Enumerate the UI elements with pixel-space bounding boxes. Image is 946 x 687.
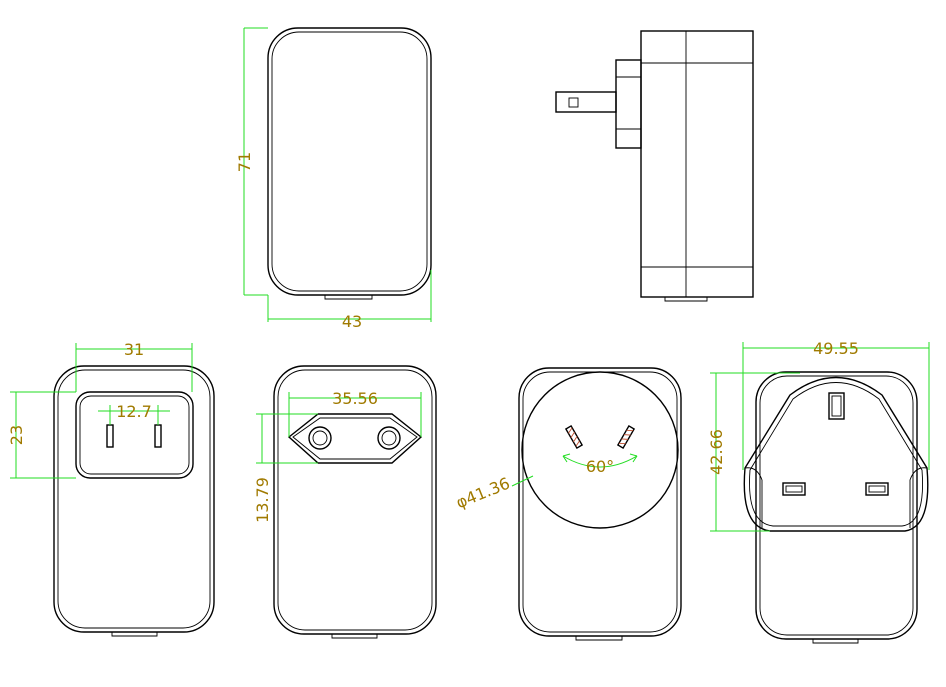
- us-view-inner-outline: [57, 369, 211, 629]
- eu-plug-view: 35.56 13.79: [253, 365, 437, 639]
- uk-plug-view: 49.55 42.66: [707, 339, 930, 644]
- dim-41-36-leader: [511, 475, 534, 487]
- us-pin-left: [106, 424, 114, 448]
- dim-49-55-label: 49.55: [813, 339, 859, 358]
- au-plug-face: [521, 371, 679, 529]
- uk-plug-right-curve: [909, 467, 928, 528]
- dim-42-66-label: 42.66: [707, 429, 726, 475]
- uk-pin-left-inner: [785, 485, 803, 493]
- side-view-bottom-tab: [664, 297, 708, 302]
- au-view-outer-outline: [518, 367, 682, 637]
- side-view: [555, 30, 754, 302]
- us-plug-face-inner: [79, 395, 190, 475]
- dim-31-label: 31: [124, 340, 144, 359]
- dim-23-label: 23: [7, 425, 26, 445]
- uk-pin-left: [782, 482, 806, 496]
- us-view-bottom-tab: [111, 632, 158, 637]
- uk-plug-face-inner: [749, 382, 923, 527]
- au-pin-right: [616, 425, 636, 449]
- eu-view-inner-outline: [277, 369, 433, 631]
- dim-13-79-label: 13.79: [253, 477, 272, 523]
- us-pin-right: [154, 424, 162, 448]
- uk-view-outer-outline: [755, 371, 918, 640]
- side-view-body: [640, 30, 754, 298]
- uk-view-bottom-tab: [812, 639, 859, 644]
- dim-43-label: 43: [342, 312, 362, 331]
- us-plug-face: [75, 391, 194, 479]
- dim-60-arc: [562, 455, 638, 468]
- side-view-plug-base: [615, 59, 642, 149]
- eu-view-outer-outline: [273, 365, 437, 635]
- eu-pin-right: [377, 426, 401, 450]
- dim-35-56-label: 35.56: [332, 389, 378, 408]
- uk-pin-right: [865, 482, 889, 496]
- side-view-prong-hole: [568, 97, 579, 108]
- dim-60-arrow-left: [562, 453, 571, 463]
- uk-plug-left-curve: [744, 467, 763, 528]
- au-view-bottom-tab: [575, 636, 623, 641]
- au-pin-left: [564, 425, 584, 449]
- uk-view-inner-outline: [759, 375, 914, 636]
- uk-pin-earth-inner: [831, 395, 842, 417]
- au-plug-view: 60° φ41.36: [453, 367, 682, 641]
- dim-41-36-label: φ41.36: [453, 474, 512, 513]
- dim-12-7-label: 12.7: [116, 402, 152, 421]
- uk-plug-face: [743, 376, 929, 532]
- uk-pin-earth: [828, 392, 845, 420]
- side-view-prong: [555, 91, 617, 113]
- eu-plug-face-inner: [292, 417, 418, 460]
- au-view-inner-outline: [522, 371, 678, 633]
- dim-71-label: 71: [235, 152, 254, 172]
- eu-pin-left: [308, 426, 332, 450]
- front-view-bottom-tab: [324, 295, 373, 300]
- uk-pin-right-inner: [868, 485, 886, 493]
- front-view: 71 43: [235, 27, 432, 331]
- eu-view-bottom-tab: [331, 634, 378, 639]
- dim-60-label: 60°: [586, 457, 614, 476]
- eu-pin-left-inner: [312, 430, 328, 446]
- front-view-outer-outline: [267, 27, 432, 296]
- front-view-inner-outline: [271, 31, 428, 292]
- dim-60-arrow-right: [629, 453, 638, 463]
- us-plug-view: 31 12.7 23: [7, 340, 215, 637]
- us-view-outer-outline: [53, 365, 215, 633]
- eu-pin-right-inner: [381, 430, 397, 446]
